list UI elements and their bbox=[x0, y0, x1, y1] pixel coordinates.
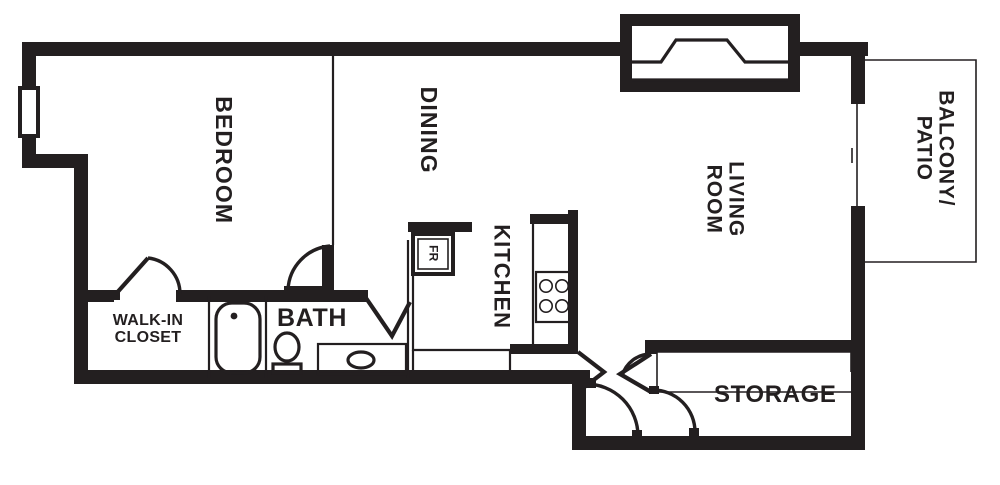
door-storage-exterior bbox=[649, 386, 699, 436]
room-label-kitchen: KITCHEN bbox=[489, 224, 515, 330]
door-bath bbox=[364, 296, 412, 341]
kitchen-peninsula bbox=[510, 344, 578, 354]
kitchen-counter-right-top bbox=[530, 214, 578, 224]
room-label-closet-line1: WALK-IN bbox=[112, 312, 184, 329]
door-entry bbox=[585, 378, 642, 438]
room-label-living-line2: ROOM bbox=[702, 164, 725, 234]
door-bedroom bbox=[284, 244, 331, 296]
bath-fixtures bbox=[214, 301, 408, 376]
wall-left-upper bbox=[22, 42, 36, 86]
room-label-bedroom: BEDROOM bbox=[211, 96, 238, 225]
wall-bath-north bbox=[354, 290, 368, 302]
room-label-balcony-patio: BALCONY/ PATIO bbox=[912, 73, 957, 223]
room-label-living-line1: LIVING bbox=[724, 161, 748, 238]
room-label-balcony-line1: BALCONY/ bbox=[934, 90, 958, 207]
room-label-dining: DINING bbox=[416, 86, 443, 174]
wall-bedroom-south-b bbox=[176, 290, 266, 302]
bay-window bbox=[620, 14, 800, 92]
toilet-icon bbox=[271, 331, 303, 375]
kitchen-counter-top bbox=[408, 222, 472, 232]
wall-left-jog bbox=[22, 154, 88, 168]
vanity-counter bbox=[316, 342, 408, 376]
bathtub-icon bbox=[214, 301, 262, 375]
wall-right-lower bbox=[851, 206, 865, 448]
door-walk-in-closet bbox=[110, 256, 182, 300]
wall-entry-stub bbox=[560, 370, 586, 384]
wall-bottom-left bbox=[74, 370, 590, 384]
wall-bedroom-door-jamb bbox=[322, 245, 334, 297]
room-label-storage: STORAGE bbox=[714, 381, 837, 408]
wall-closet-left bbox=[74, 154, 88, 384]
wall-storage-north bbox=[645, 340, 851, 352]
room-label-balcony-line2: PATIO bbox=[912, 115, 935, 181]
wall-top-right bbox=[793, 42, 868, 56]
room-label-walk-in-closet: WALK-IN CLOSET bbox=[100, 312, 196, 347]
appliance-label-refrigerator: FR bbox=[426, 245, 441, 262]
wall-bedroom-south-a bbox=[88, 290, 114, 302]
room-label-living-room: LIVING ROOM bbox=[702, 139, 747, 259]
kitchen-area bbox=[408, 210, 578, 372]
room-label-bath: BATH bbox=[277, 304, 347, 332]
refrigerator-icon bbox=[411, 232, 455, 276]
wall-top-left bbox=[22, 42, 626, 56]
sink-icon bbox=[346, 350, 376, 370]
wall-storage-west bbox=[645, 340, 657, 354]
balcony-outline bbox=[851, 59, 977, 263]
window-left bbox=[18, 86, 40, 138]
room-label-closet-line2: CLOSET bbox=[114, 328, 182, 346]
door-storage-interior bbox=[615, 352, 653, 394]
range-icon bbox=[534, 270, 574, 324]
wall-right-upper bbox=[851, 42, 865, 104]
door-kitchen-passage bbox=[576, 350, 608, 394]
wall-bottom-right bbox=[572, 436, 865, 450]
